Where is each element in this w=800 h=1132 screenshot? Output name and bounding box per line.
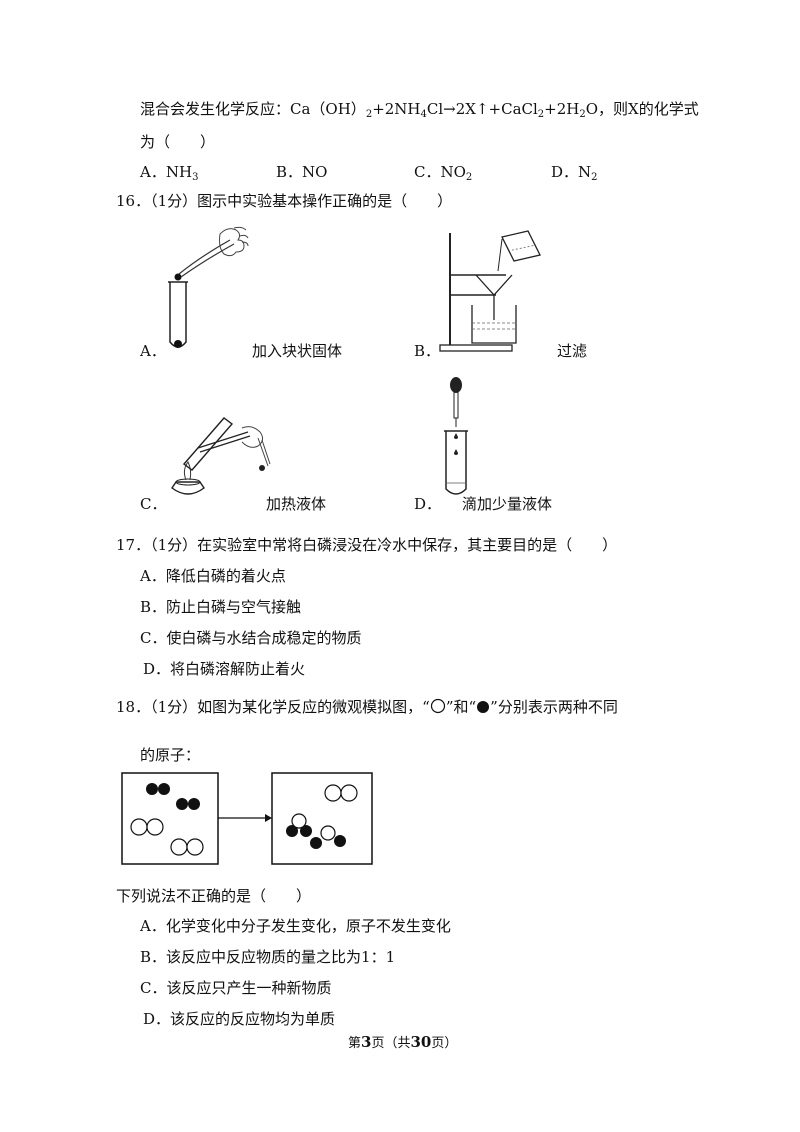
reaction-diagram (121, 772, 373, 865)
heating-liquid-figure (171, 417, 271, 495)
q16-option-a-text: 加入块状固体 (252, 342, 343, 360)
q16-stem: 16．（1分）图示中实验基本操作正确的是（ ） (116, 192, 453, 210)
q16-option-a-label[interactable]: A． (140, 342, 166, 360)
q18-option-a[interactable]: A．化学变化中分子发生变化，原子不发生变化 (140, 917, 451, 935)
q16-option-b-text: 过滤 (557, 342, 588, 360)
q15-option-a[interactable]: A．NH3 (140, 163, 199, 183)
q16-option-b-label[interactable]: B． (414, 342, 441, 360)
q15-equation-line: 混合会发生化学反应：Ca（OH）2+2NH4Cl→2X↑+CaCl2+2H2O，… (140, 100, 699, 120)
page-footer: 第3页（共30页） (348, 1033, 458, 1051)
q18-option-b[interactable]: B．该反应中反应物质的量之比为1：1 (140, 948, 396, 966)
q15-option-b[interactable]: B．NO (276, 163, 328, 181)
q17-stem: 17．（1分）在实验室中常将白磷浸没在冷水中保存，其主要目的是（ ） (116, 536, 618, 554)
filtration-figure (439, 230, 541, 352)
q16-option-d-label[interactable]: D． (414, 495, 442, 513)
q18-followup: 下列说法不正确的是（ ） (116, 887, 312, 905)
white-atom-icon (430, 698, 445, 714)
q18-stem: 18．（1分）如图为某化学反应的微观模拟图，“”和“”分别表示两种不同 (116, 698, 618, 716)
q15-stem-line2: 为（ ） (140, 133, 216, 151)
q17-option-c[interactable]: C．使白磷与水结合成稳定的物质 (140, 629, 362, 647)
test-tube-solid-figure (168, 226, 249, 348)
q18-option-c[interactable]: C．该反应只产生一种新物质 (140, 979, 332, 997)
q17-option-d[interactable]: D．将白磷溶解防止着火 (143, 660, 306, 678)
q18-option-d[interactable]: D．该反应的反应物均为单质 (143, 1010, 336, 1028)
q16-option-c-text: 加热液体 (266, 495, 327, 513)
dropper-figure (444, 377, 468, 495)
q15-option-d[interactable]: D．N2 (551, 163, 598, 183)
q17-option-a[interactable]: A．降低白磷的着火点 (140, 567, 286, 585)
q18-stem-line2: 的原子： (140, 746, 201, 764)
black-atom-icon (477, 701, 490, 713)
q16-option-c-label[interactable]: C． (140, 495, 167, 513)
q15-option-c[interactable]: C．NO2 (414, 163, 473, 183)
q17-option-b[interactable]: B．防止白磷与空气接触 (140, 598, 302, 616)
q16-option-d-text: 滴加少量液体 (462, 495, 553, 513)
